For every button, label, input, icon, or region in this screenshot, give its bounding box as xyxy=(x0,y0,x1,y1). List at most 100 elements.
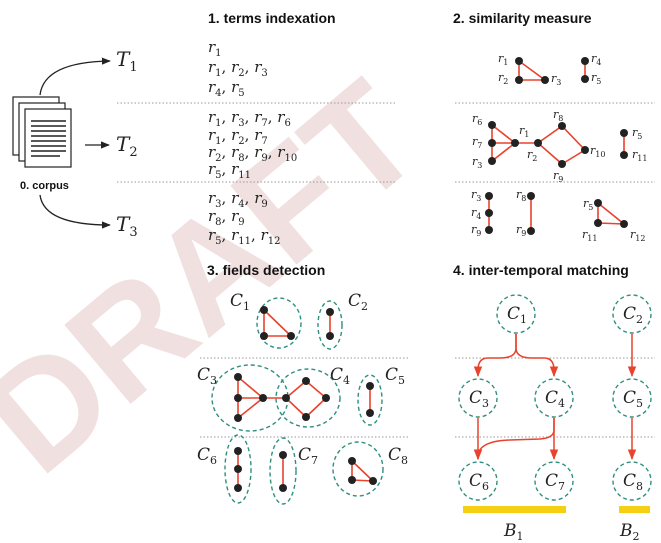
graph-node xyxy=(260,306,268,314)
field-cluster xyxy=(357,374,383,426)
graph-node xyxy=(558,160,566,168)
graph-node xyxy=(326,332,334,340)
graph-edge xyxy=(561,149,586,165)
graph-node xyxy=(488,157,496,165)
graph-node xyxy=(581,75,589,83)
matching-node-label: C2 xyxy=(623,304,643,326)
graph-edge xyxy=(305,380,327,399)
term-label: r11 xyxy=(582,228,597,243)
field-label: C6 xyxy=(197,445,217,467)
graph-node xyxy=(485,209,493,217)
field-cluster xyxy=(332,441,384,497)
term-line: r2, r8, r9, r10 xyxy=(208,143,297,164)
graph-node xyxy=(488,121,496,129)
graph-edge xyxy=(305,397,327,418)
graph-node xyxy=(369,477,377,485)
term-label: r9 xyxy=(516,223,526,238)
period-dividers xyxy=(117,102,655,438)
matching-node xyxy=(496,294,536,334)
graph-node xyxy=(348,457,356,465)
graph-edge xyxy=(537,142,563,165)
term-line: r3, r4, r9 xyxy=(208,189,268,210)
term-label: r8 xyxy=(553,108,563,123)
graph-node xyxy=(594,199,602,207)
graph-node xyxy=(234,465,242,473)
period-label-t1: T1 xyxy=(116,47,138,75)
graph-edge xyxy=(597,222,625,225)
graph-edge xyxy=(491,124,516,144)
corpus-documents-icon xyxy=(12,96,72,168)
term-label: r12 xyxy=(630,228,645,243)
matching-node-label: C8 xyxy=(623,471,643,493)
graph-node xyxy=(594,219,602,227)
matching-node xyxy=(458,378,498,418)
term-line: r1, r2, r3 xyxy=(208,58,268,79)
graph-node xyxy=(234,414,242,422)
matching-node-label: C4 xyxy=(545,388,565,410)
term-label: r6 xyxy=(472,112,482,127)
term-line: r1, r2, r7 xyxy=(208,126,268,147)
fields-detection-title: 3. fields detection xyxy=(207,262,325,278)
graph-node xyxy=(234,373,242,381)
term-line: r4, r5 xyxy=(208,78,245,99)
graph-node xyxy=(326,308,334,316)
term-label: r2 xyxy=(527,148,537,163)
field-label: C2 xyxy=(348,291,368,313)
period-label-t2: T2 xyxy=(116,132,138,160)
matching-arrow xyxy=(473,418,555,461)
term-line: r1 xyxy=(208,38,222,59)
graph-node xyxy=(527,227,535,235)
field-cluster xyxy=(317,300,343,350)
graph-edge xyxy=(263,309,292,337)
graph-node xyxy=(302,413,310,421)
term-label: r8 xyxy=(516,188,526,203)
matching-node-label: C6 xyxy=(469,471,489,493)
matching-node-label: C1 xyxy=(507,304,527,326)
graph-edge xyxy=(237,397,264,419)
graph-node xyxy=(234,484,242,492)
graph-node xyxy=(511,139,519,147)
branch-bar-b2 xyxy=(619,506,650,513)
matching-node-label: C5 xyxy=(623,388,643,410)
term-label: r3 xyxy=(471,188,481,203)
graph-node xyxy=(234,447,242,455)
inter-temporal-matching-title: 4. inter-temporal matching xyxy=(453,262,629,278)
term-label: r3 xyxy=(551,72,561,87)
matching-node xyxy=(612,294,652,334)
matching-arrow xyxy=(473,334,517,378)
term-label: r3 xyxy=(472,155,482,170)
branch-label: B2 xyxy=(619,521,640,543)
matching-node xyxy=(612,461,652,501)
graph-edge xyxy=(537,125,563,144)
period-label-t3: T3 xyxy=(116,212,138,240)
graph-node xyxy=(488,139,496,147)
field-cluster xyxy=(275,368,341,428)
graph-node xyxy=(259,394,267,402)
term-label: r5 xyxy=(591,71,601,86)
matching-arrow xyxy=(515,334,559,378)
term-label: r5 xyxy=(632,126,642,141)
arrow-to-t1 xyxy=(39,57,111,96)
corpus-label: 0. corpus xyxy=(20,180,69,192)
graph-node xyxy=(366,382,374,390)
graph-node xyxy=(541,76,549,84)
graph-node xyxy=(581,57,589,65)
field-cluster xyxy=(256,297,302,349)
graph-node xyxy=(485,226,493,234)
term-label: r1 xyxy=(498,52,508,67)
branch-label: B1 xyxy=(503,521,524,543)
graph-node xyxy=(620,151,628,159)
matching-node xyxy=(612,378,652,418)
field-cluster xyxy=(224,434,252,504)
term-line: r5, r11, r12 xyxy=(208,226,280,247)
branch-bar-b1 xyxy=(463,506,566,513)
term-label: r2 xyxy=(498,71,508,86)
graph-node xyxy=(348,476,356,484)
field-label: C5 xyxy=(385,365,405,387)
graph-node xyxy=(302,377,310,385)
graph-edge xyxy=(518,60,546,81)
matching-node-label: C7 xyxy=(545,471,565,493)
